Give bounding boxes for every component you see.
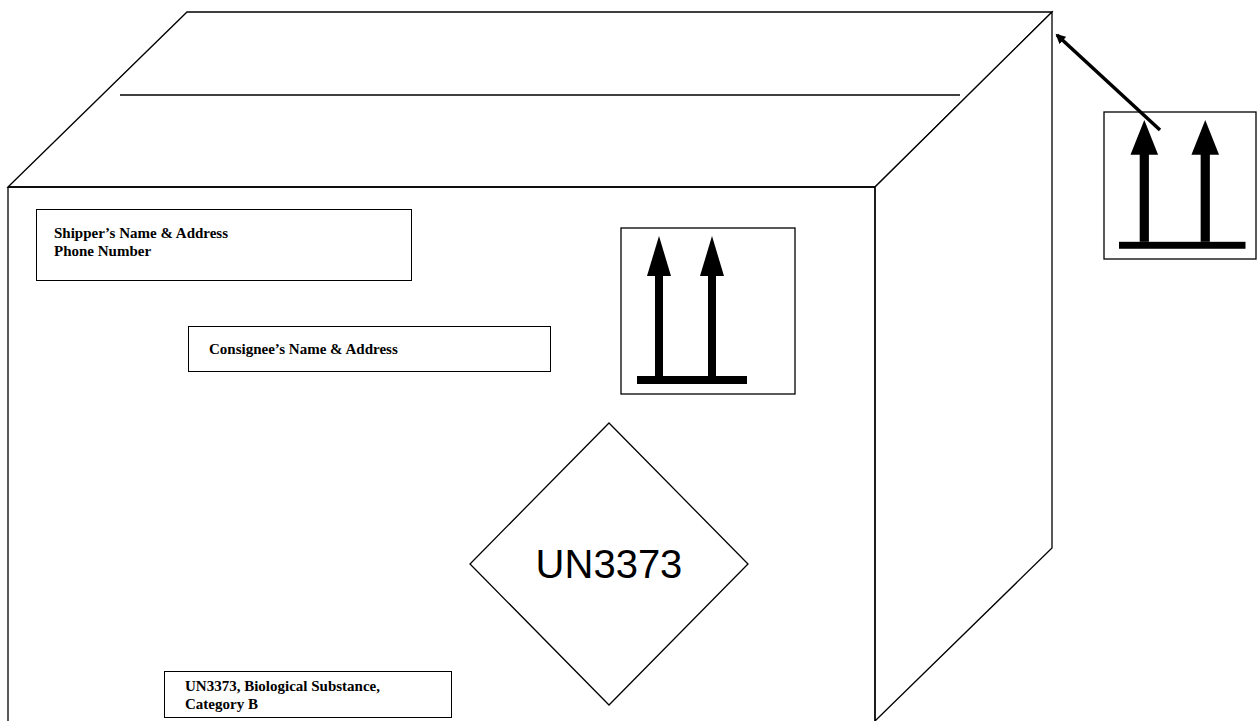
consignee-box: Consignee’s Name & Address xyxy=(188,326,551,372)
un-diamond-mark: UN3373 xyxy=(469,422,749,706)
orientation-label xyxy=(1104,112,1256,259)
label-text: Consignee’s Name & Address xyxy=(209,340,398,358)
un-number: UN3373 xyxy=(469,422,749,706)
label-text: Shipper’s Name & Address xyxy=(54,224,228,242)
shipper-box: Shipper’s Name & AddressPhone Number xyxy=(36,209,412,281)
orientation-label xyxy=(621,228,795,394)
pointer-arrow xyxy=(1057,35,1160,130)
label-text: UN3373, Biological Substance, Category B xyxy=(185,677,425,713)
shipping-name-box: UN3373, Biological Substance, Category B xyxy=(164,671,452,718)
label-text: Phone Number xyxy=(54,242,151,260)
box-outline xyxy=(8,12,1052,721)
